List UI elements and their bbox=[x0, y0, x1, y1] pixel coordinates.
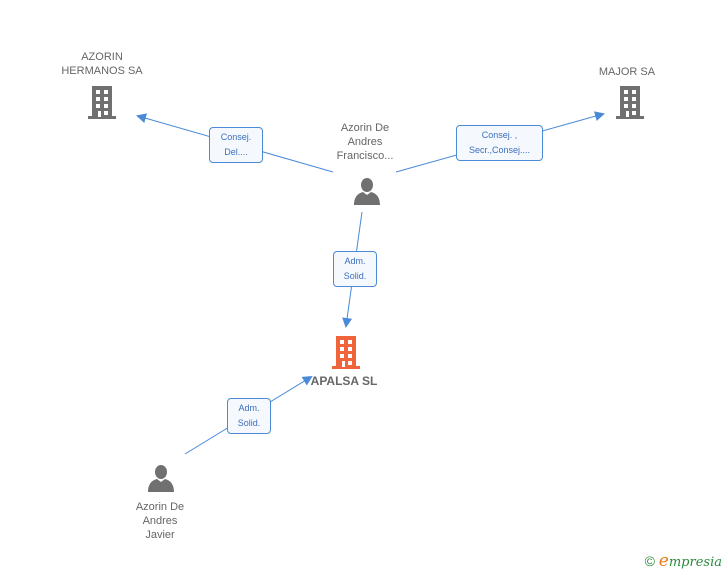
building-icon[interactable] bbox=[330, 334, 362, 370]
brand-name: empresia bbox=[659, 551, 722, 571]
label-line: HERMANOS SA bbox=[61, 65, 143, 77]
edge-label-line: Solid. bbox=[343, 271, 367, 281]
edge-label-line: Solid. bbox=[237, 418, 261, 428]
edge-label-adm-solid-francisco[interactable]: Adm. Solid. bbox=[333, 251, 377, 287]
edge-label-line: Adm. bbox=[344, 256, 366, 266]
brand-initial: e bbox=[658, 551, 669, 571]
edge-label-consej-secr[interactable]: Consej. , Secr.,Consej.... bbox=[456, 125, 543, 161]
node-label-apalsa[interactable]: APALSA SL bbox=[296, 374, 392, 388]
label-line: MAJOR SA bbox=[598, 66, 656, 78]
label-line: Francisco... bbox=[336, 150, 394, 162]
person-icon[interactable] bbox=[146, 463, 176, 493]
edge-label-line: Adm. bbox=[238, 403, 260, 413]
copyright-icon: © bbox=[644, 553, 655, 569]
edge-label-line: Del.... bbox=[224, 147, 248, 157]
label-line: Andres bbox=[347, 136, 383, 148]
label-line: Azorin De bbox=[135, 501, 185, 513]
label-line: Andres bbox=[142, 515, 178, 527]
label-line: AZORIN bbox=[81, 51, 123, 63]
edge-label-line: Consej. , bbox=[481, 130, 518, 140]
edge-label-adm-solid-javier[interactable]: Adm. Solid. bbox=[227, 398, 271, 434]
edge-label-line: Consej. bbox=[220, 132, 252, 142]
label-line: Azorin De bbox=[340, 122, 390, 134]
edge-label-line: Secr.,Consej.... bbox=[468, 145, 531, 155]
node-label-major-sa[interactable]: MAJOR SA bbox=[577, 65, 677, 79]
person-icon[interactable] bbox=[352, 176, 382, 206]
empresia-logo[interactable]: © empresia bbox=[645, 551, 722, 571]
label-line: Javier bbox=[145, 529, 175, 541]
node-label-azorin-hermanos[interactable]: AZORIN HERMANOS SA bbox=[52, 50, 152, 78]
node-label-javier[interactable]: Azorin De Andres Javier bbox=[110, 500, 210, 542]
label-line: APALSA SL bbox=[310, 374, 378, 388]
building-icon[interactable] bbox=[614, 84, 646, 120]
building-icon[interactable] bbox=[86, 84, 118, 120]
node-label-francisco[interactable]: Azorin De Andres Francisco... bbox=[315, 121, 415, 163]
edge-label-consej-del[interactable]: Consej. Del.... bbox=[209, 127, 263, 163]
brand-rest: mpresia bbox=[668, 555, 722, 570]
